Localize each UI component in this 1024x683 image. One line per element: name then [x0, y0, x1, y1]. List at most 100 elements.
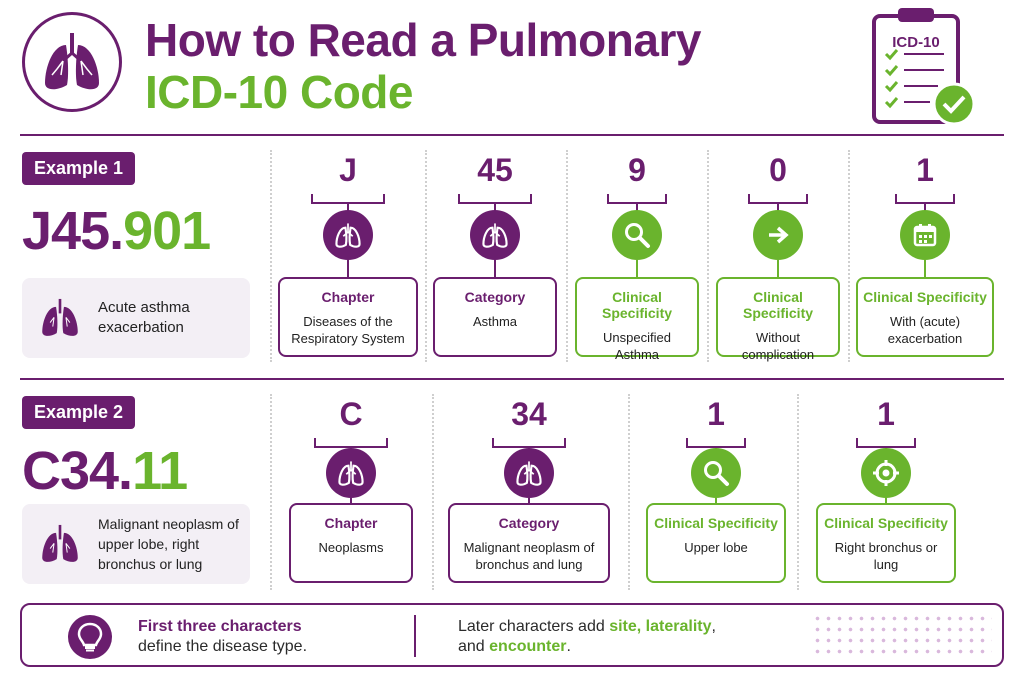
footer-right-and: and	[458, 638, 490, 655]
example-2-code-suffix: 11	[132, 441, 188, 501]
code-character: J	[339, 152, 357, 188]
clipboard-label: ICD-10	[892, 34, 940, 51]
connector-line	[777, 260, 779, 277]
connector-line	[636, 260, 638, 277]
connector-line	[924, 260, 926, 277]
connector-line	[885, 498, 887, 503]
lungs-icon	[504, 448, 554, 498]
decorative-dot-grid	[812, 613, 992, 659]
segment-description: Right bronchus or lung	[834, 540, 938, 572]
lungs-icon	[45, 33, 99, 90]
example-1-badge: Example 1	[22, 152, 136, 185]
example-2-description-box: Malignant neoplasm of upper lobe, right …	[22, 504, 250, 584]
target-icon	[861, 448, 911, 498]
bracket	[458, 194, 532, 204]
connector-line	[715, 498, 717, 503]
footer-left-rest: define the disease type.	[138, 638, 308, 655]
example-2-code: C34.11	[22, 440, 188, 502]
footer-right-site: site,	[609, 618, 642, 635]
footer-right-text: Later characters add site, laterality, a…	[458, 617, 716, 657]
example-1-description: Acute asthma exacerbation	[98, 299, 190, 336]
divider-middle	[20, 378, 1004, 380]
connector-line	[528, 498, 530, 503]
column-separator	[797, 394, 799, 590]
code-character: 34	[511, 396, 547, 432]
footer-right-encounter: encounter	[489, 638, 567, 655]
clipboard-checklist-icon: ICD-10	[868, 6, 988, 130]
code-character: 45	[477, 152, 513, 188]
footer-right-laterality: laterality	[645, 618, 712, 635]
bracket	[314, 438, 388, 448]
column-separator	[425, 150, 427, 362]
example-1-code-prefix: J45.	[22, 201, 124, 261]
column-separator	[432, 394, 434, 590]
segment-title: Category	[498, 515, 560, 531]
divider-top	[20, 134, 1004, 136]
lungs-icon	[323, 210, 373, 260]
code-character: 0	[769, 152, 787, 188]
segment-description: Malignant neoplasm of bronchus and lung	[463, 540, 595, 572]
column-separator	[707, 150, 709, 362]
search-icon	[612, 210, 662, 260]
bracket	[748, 194, 808, 204]
footer-right-comma: ,	[711, 618, 716, 635]
code-character: C	[339, 396, 363, 432]
footer-left-text: First three characters define the diseas…	[138, 617, 307, 657]
segment-title: Clinical Specificity	[742, 289, 814, 321]
calendar-icon	[900, 210, 950, 260]
column-separator	[270, 394, 272, 590]
example-1-code: J45.901	[22, 200, 211, 262]
lightbulb-icon	[68, 615, 112, 659]
bracket	[492, 438, 566, 448]
connector-line	[924, 204, 926, 212]
footer-note: First three characters define the diseas…	[20, 603, 1004, 667]
segment-description: Neoplasms	[318, 540, 384, 555]
bracket	[607, 194, 667, 204]
title-line-1: How to Read a Pulmonary	[145, 14, 701, 66]
column-separator	[270, 150, 272, 362]
example-1-code-suffix: 901	[123, 201, 211, 261]
segment-description: Without complication	[741, 330, 815, 362]
bracket	[311, 194, 385, 204]
column-separator	[566, 150, 568, 362]
example-1-description-box: Acute asthma exacerbation	[22, 278, 250, 358]
footer-right-start: Later characters add	[458, 618, 610, 635]
code-character: 1	[916, 152, 934, 188]
connector-line	[347, 204, 349, 212]
segment-description: Unspecified Asthma	[603, 330, 671, 362]
column-separator	[628, 394, 630, 590]
connector-line	[494, 260, 496, 277]
segment-description: Diseases of the Respiratory System	[291, 314, 405, 346]
connector-line	[777, 204, 779, 212]
segment-description: Upper lobe	[684, 540, 748, 555]
segment-title: Category	[464, 289, 526, 305]
connector-line	[636, 204, 638, 212]
lungs-icon	[470, 210, 520, 260]
lungs-logo	[22, 12, 122, 112]
page-title: How to Read a Pulmonary ICD-10 Code	[145, 14, 701, 118]
segment-description: Asthma	[472, 314, 518, 329]
arrow-right-icon	[753, 210, 803, 260]
example-2-description: Malignant neoplasm of upper lobe, right …	[98, 516, 239, 572]
title-line-2: ICD-10 Code	[145, 66, 413, 118]
example-2-badge: Example 2	[22, 396, 136, 429]
footer-separator	[414, 615, 416, 657]
bracket	[895, 194, 955, 204]
segment-title: Chapter	[324, 515, 378, 531]
search-icon	[691, 448, 741, 498]
code-character: 1	[707, 396, 725, 432]
bracket	[686, 438, 746, 448]
segment-title: Clinical Specificity	[863, 289, 987, 305]
lungs-icon	[326, 448, 376, 498]
lungs-icon	[42, 298, 78, 336]
segment-description: With (acute) exacerbation	[887, 314, 963, 346]
segment-title: Clinical Specificity	[654, 515, 778, 531]
